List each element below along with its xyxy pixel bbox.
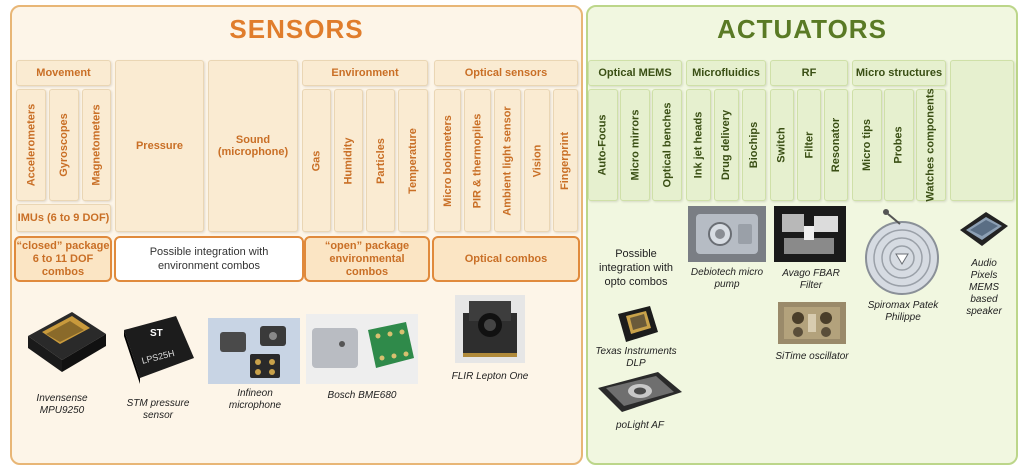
environment-header: Environment bbox=[302, 60, 428, 86]
ti-dlp-image bbox=[618, 306, 658, 342]
closed-package-combo: “closed” package 6 to 11 DOF combos bbox=[14, 236, 112, 282]
sitime-caption: SiTime oscillator bbox=[775, 351, 849, 362]
gas-column: Gas bbox=[302, 89, 331, 232]
watches-components-column: Watches components bbox=[916, 88, 946, 202]
optical-benches-column: Optical benches bbox=[652, 89, 682, 201]
actuators-title: ACTUATORS bbox=[717, 14, 887, 44]
optical-mems-header: Optical MEMS bbox=[588, 60, 682, 86]
stm-chip-image: ST LPS25H bbox=[124, 316, 194, 384]
spiromax-caption: Spiromax Patek Philippe bbox=[867, 300, 939, 323]
opto-combos-note: Possible integration with opto combos bbox=[599, 248, 673, 288]
ink-jet-heads-column: Ink jet heads bbox=[686, 89, 711, 201]
optical-sensors-header: Optical sensors bbox=[434, 60, 578, 86]
humidity-column: Humidity bbox=[334, 89, 363, 232]
avago-caption: Avago FBAR Filter bbox=[782, 268, 840, 291]
temperature-column: Temperature bbox=[398, 89, 428, 232]
stm-caption: STM pressure sensor bbox=[126, 398, 190, 421]
auto-focus-column: Auto-Focus bbox=[588, 89, 618, 201]
open-package-combo: “open” package environmental combos bbox=[304, 236, 430, 282]
resonator-column: Resonator bbox=[824, 89, 848, 201]
pir-thermopiles-column: PIR & thermopiles bbox=[464, 89, 491, 232]
imus-box: IMUs (6 to 9 DOF) bbox=[16, 204, 111, 232]
audio-pixels-image bbox=[960, 212, 1008, 246]
probes-column: Probes bbox=[884, 89, 914, 201]
polight-caption: poLight AF bbox=[616, 420, 664, 431]
accelerometers-column: Accelerometers bbox=[16, 89, 46, 201]
audio-pixels-caption: Audio Pixels MEMS based speaker bbox=[966, 258, 1002, 317]
debiotech-caption: Debiotech micro pump bbox=[690, 267, 764, 290]
polight-image bbox=[598, 372, 682, 412]
magnetometers-column: Magnetometers bbox=[82, 89, 111, 201]
vision-column: Vision bbox=[524, 89, 550, 232]
drug-delivery-column: Drug delivery bbox=[714, 89, 739, 201]
micro-bolometers-column: Micro bolometers bbox=[434, 89, 461, 232]
invensense-caption: Invensense MPU9250 bbox=[36, 393, 88, 416]
fingerprint-column: Fingerprint bbox=[553, 89, 578, 232]
biochips-column: Biochips bbox=[742, 89, 766, 201]
gyroscopes-column: Gyroscopes bbox=[49, 89, 79, 201]
ambient-light-column: Ambient light sensor bbox=[494, 89, 521, 232]
sound-box: Sound (microphone) bbox=[208, 60, 298, 232]
micro-mirrors-column: Micro mirrors bbox=[620, 89, 650, 201]
integration-environment-note: Possible integration with environment co… bbox=[114, 236, 304, 282]
svg-text:ST: ST bbox=[150, 328, 163, 339]
invensense-chip-image bbox=[28, 312, 106, 372]
optical-combos: Optical combos bbox=[432, 236, 580, 282]
filter-column: Filter bbox=[797, 89, 821, 201]
bosch-caption: Bosch BME680 bbox=[327, 390, 397, 401]
micro-tips-column: Micro tips bbox=[852, 89, 882, 201]
micro-structures-header: Micro structures bbox=[852, 60, 946, 86]
flir-caption: FLIR Lepton One bbox=[451, 371, 529, 382]
microfluidics-header: Microfluidics bbox=[686, 60, 766, 86]
switch-column: Switch bbox=[770, 89, 794, 201]
rf-header: RF bbox=[770, 60, 848, 86]
bosch-chip-image bbox=[306, 314, 418, 384]
infineon-caption: Infineon microphone bbox=[228, 388, 282, 411]
debiotech-image bbox=[688, 206, 766, 262]
movement-header: Movement bbox=[16, 60, 111, 86]
sensors-title: SENSORS bbox=[229, 14, 364, 44]
avago-image bbox=[774, 206, 846, 262]
particles-column: Particles bbox=[366, 89, 395, 232]
infineon-chip-image bbox=[208, 318, 300, 384]
ti-caption: Texas Instruments DLP bbox=[595, 346, 677, 369]
spiromax-image bbox=[865, 209, 939, 295]
pressure-box: Pressure bbox=[115, 60, 204, 232]
sitime-image bbox=[778, 302, 846, 344]
other-actuators-column bbox=[950, 60, 1014, 201]
flir-lepton-image bbox=[455, 295, 525, 363]
